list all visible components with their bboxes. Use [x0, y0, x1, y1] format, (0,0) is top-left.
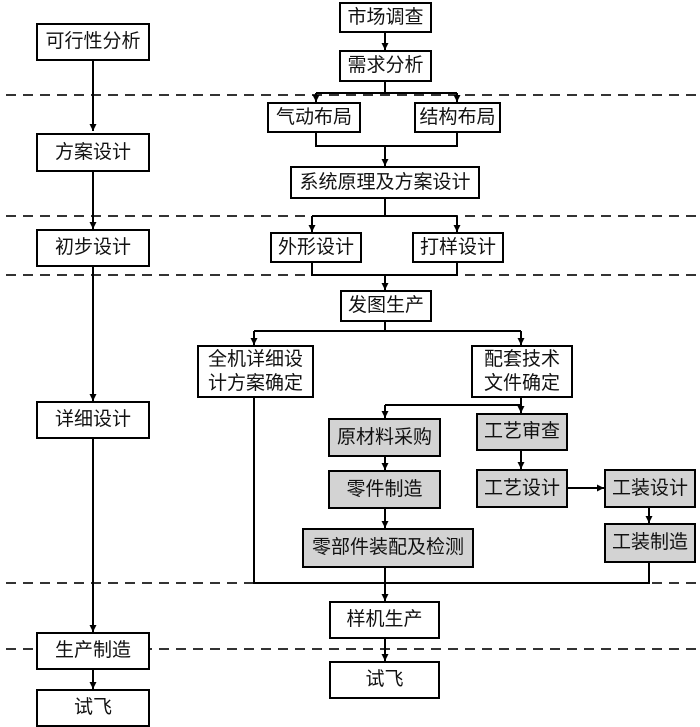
prototype-flight-box: 试飞: [329, 661, 440, 699]
connector: [311, 262, 458, 276]
pneumatic-layout-box: 气动布局: [267, 102, 361, 133]
demand-analysis-box: 需求分析: [339, 50, 432, 82]
full-detail-design-box: 全机详细设 计方案确定: [197, 345, 314, 398]
system-principle-box: 系统原理及方案设计: [290, 166, 480, 199]
stage-scheme-design: 方案设计: [36, 133, 150, 172]
prototype-production-box: 样机生产: [329, 601, 440, 639]
raw-material-box: 原材料采购: [328, 418, 441, 457]
stage-preliminary-design: 初步设计: [36, 229, 150, 267]
stage-production: 生产制造: [36, 632, 150, 670]
assembly-inspection-box: 零部件装配及检测: [302, 528, 474, 568]
connector: [315, 132, 458, 147]
stage-flight-test: 试飞: [36, 689, 150, 727]
lofting-design-box: 打样设计: [412, 232, 504, 263]
connector: [316, 81, 386, 94]
connector: [254, 321, 386, 332]
stage-feasibility: 可行性分析: [36, 23, 150, 61]
parts-manufacturing-box: 零件制造: [328, 470, 441, 509]
connector: [253, 397, 650, 584]
stage-detail-design: 详细设计: [36, 401, 150, 439]
structure-layout-box: 结构布局: [414, 102, 501, 133]
connector-layer: [6, 32, 700, 689]
market-research-box: 市场调查: [339, 2, 432, 33]
process-design-box: 工艺设计: [476, 469, 568, 508]
tooling-design-box: 工装设计: [604, 469, 696, 508]
process-review-box: 工艺审查: [476, 413, 568, 451]
tooling-manufacturing-box: 工装制造: [604, 523, 696, 563]
shape-design-box: 外形设计: [270, 232, 362, 263]
drawing-release-box: 发图生产: [340, 290, 432, 322]
connector: [385, 397, 522, 406]
tech-docs-box: 配套技术 文件确定: [471, 345, 573, 398]
